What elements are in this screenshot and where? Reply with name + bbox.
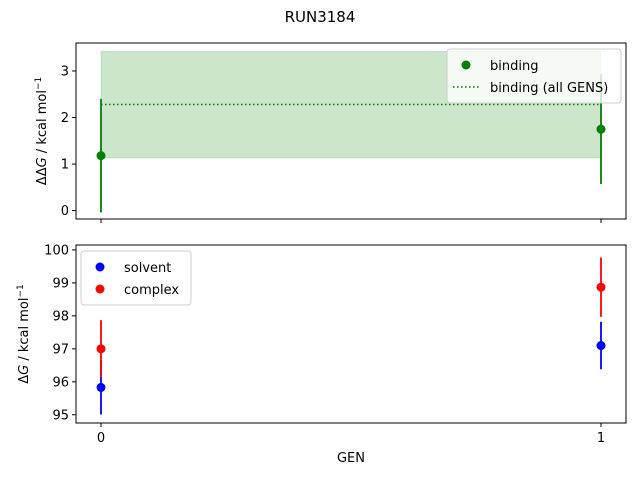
- solvent-point: [96, 382, 106, 392]
- y-tick-label: 1: [61, 158, 69, 173]
- binding-point: [596, 124, 606, 134]
- axes-frame: [75, 42, 627, 220]
- legend-label: binding (all GENS): [490, 81, 608, 96]
- y-tick-label: 96: [52, 375, 69, 390]
- y-tick-label: 98: [52, 309, 69, 324]
- y-tick-label: 3: [61, 64, 69, 79]
- legend-box: [446, 48, 622, 104]
- y-axis-label: ΔG / kcal mol−1: [16, 284, 32, 384]
- axes-frame: [75, 244, 627, 424]
- panel-2: 95 96 97 98 99 100 0 1 ΔG / kcal mol−1 solvent com…: [16, 243, 627, 446]
- y-axis-label: ΔΔG / kcal mol−1: [34, 77, 50, 185]
- binding-point: [96, 151, 106, 161]
- chart-title: RUN3184: [285, 8, 356, 26]
- complex-point: [596, 282, 606, 292]
- y-tick-label: 97: [52, 342, 69, 357]
- y-tick-label: 2: [61, 111, 69, 126]
- y-tick-label: 95: [52, 408, 69, 423]
- x-tick-label: 1: [597, 431, 605, 446]
- y-tick-label: 99: [52, 276, 69, 291]
- x-tick-label: 0: [97, 431, 105, 446]
- y-tick-label: 0: [61, 204, 69, 219]
- x-axis-label: GEN: [337, 451, 365, 466]
- legend: binding binding (all GENS): [446, 48, 622, 104]
- legend-label: complex: [124, 283, 179, 298]
- legend-marker-swatch: [95, 284, 105, 294]
- legend: solvent complex: [80, 250, 192, 306]
- complex-point: [96, 344, 106, 354]
- legend-marker-swatch: [95, 262, 105, 272]
- y-tick-label: 100: [44, 243, 69, 258]
- legend-label: solvent: [124, 261, 171, 276]
- solvent-point: [596, 341, 606, 351]
- legend-marker-swatch: [461, 60, 471, 70]
- legend-label: binding: [490, 59, 538, 74]
- legend-box: [80, 250, 192, 306]
